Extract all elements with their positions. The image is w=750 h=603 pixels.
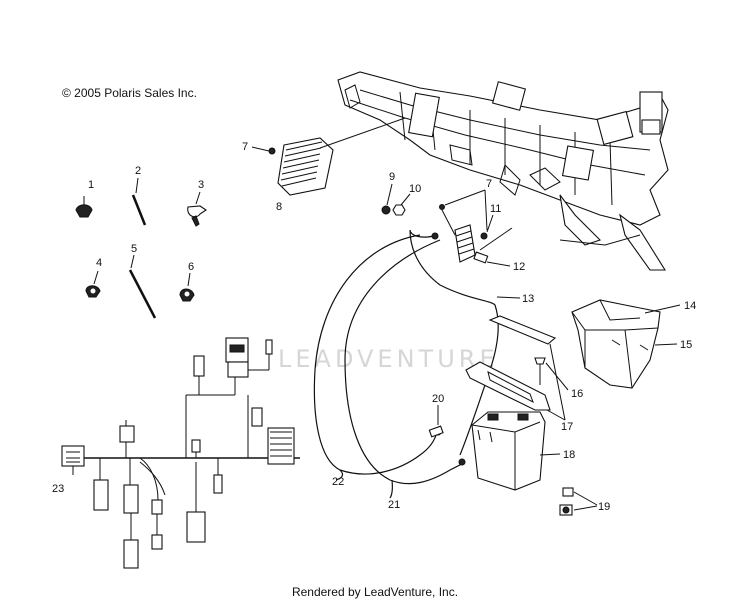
callout-8: 8	[276, 201, 282, 213]
callout-7a: 7	[242, 141, 248, 153]
part-5-tie-strap	[128, 254, 157, 319]
part-6-clip	[179, 272, 195, 302]
part-21-cable	[344, 239, 466, 499]
part-22-cable	[313, 234, 438, 481]
part-23-wiring-harness	[61, 337, 300, 569]
callout-15: 15	[680, 339, 692, 351]
part-4-clip	[85, 270, 101, 298]
callout-21: 21	[388, 499, 400, 511]
part-9-nut	[381, 183, 393, 215]
part-7-screw	[251, 146, 276, 155]
callout-16: 16	[571, 388, 583, 400]
part-17-bracket	[465, 315, 566, 421]
callout-labels: 1 2 3 4 5 6 7 7 8 9 10 11 12 13 14 15 16…	[52, 141, 696, 513]
callout-17: 17	[561, 421, 573, 433]
callout-6: 6	[188, 261, 194, 273]
callout-13: 13	[522, 293, 534, 305]
part-2-tie-strap	[131, 177, 147, 226]
part-15-battery-box	[571, 299, 681, 389]
callout-22: 22	[332, 476, 344, 488]
part-16-bolt	[534, 357, 569, 391]
callout-14: 14	[684, 300, 696, 312]
callout-7b: 7	[486, 178, 492, 190]
callout-10: 10	[409, 183, 421, 195]
callout-1: 1	[88, 179, 94, 191]
callout-23: 23	[52, 483, 64, 495]
part-18-battery	[471, 411, 561, 491]
part-13-cable	[409, 229, 521, 456]
callout-4: 4	[96, 257, 102, 269]
callout-2: 2	[135, 165, 141, 177]
callout-5: 5	[131, 243, 137, 255]
callout-12: 12	[513, 261, 525, 273]
part-10-nut	[392, 193, 411, 216]
callout-20: 20	[432, 393, 444, 405]
callout-3: 3	[198, 179, 204, 191]
callout-11: 11	[490, 203, 501, 215]
copyright-notice: © 2005 Polaris Sales Inc.	[62, 86, 197, 100]
part-20-terminal	[428, 405, 444, 438]
part-8-module	[277, 117, 406, 196]
part-19-nuts	[559, 487, 598, 516]
callout-19: 19	[598, 501, 610, 513]
part-1-clip	[75, 196, 93, 218]
part-11-fuse-block	[439, 189, 494, 263]
callout-18: 18	[563, 449, 575, 461]
watermark: LEADVENTURE	[278, 345, 499, 373]
callout-9: 9	[389, 171, 395, 183]
part-12-terminal	[473, 251, 511, 267]
part-3-clip	[187, 191, 207, 227]
frame-assembly	[337, 71, 669, 271]
footer-credit: Rendered by LeadVenture, Inc.	[291, 585, 459, 599]
